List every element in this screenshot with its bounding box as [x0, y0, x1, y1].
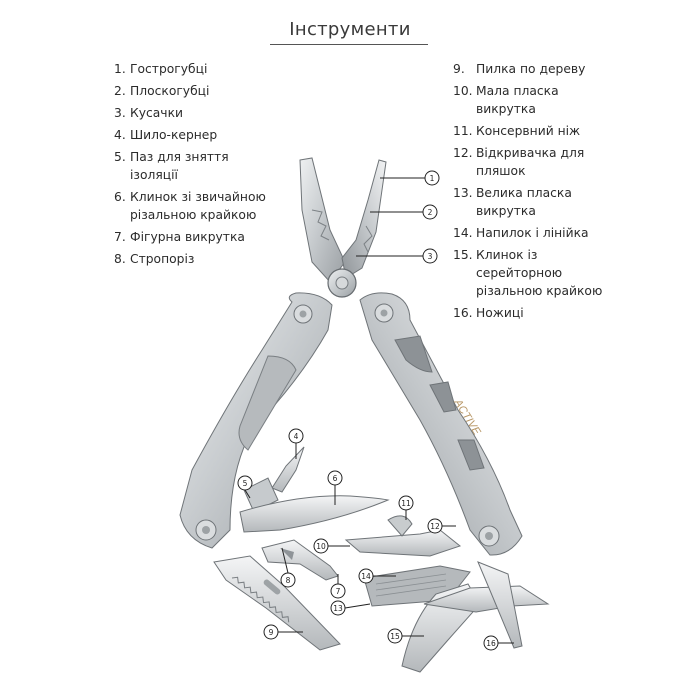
- legend-number: 10.: [453, 84, 473, 98]
- legend-item-2: 2. Плоскогубці: [114, 82, 284, 100]
- legend-label: Мала пласка викрутка: [476, 84, 559, 116]
- callout-label: 3: [428, 252, 433, 261]
- callout-label: 13: [333, 604, 343, 613]
- callout-label: 4: [294, 432, 299, 441]
- legend-label: Шило-кернер: [130, 128, 218, 142]
- plain-edge-blade: [239, 495, 390, 533]
- legend-number: 8.: [114, 252, 126, 266]
- callout-label: 9: [269, 628, 274, 637]
- legend-item-3: 3. Кусачки: [114, 104, 284, 122]
- legend-number: 11.: [453, 124, 473, 138]
- callout-6: 6: [327, 470, 343, 505]
- callout-label: 14: [361, 572, 371, 581]
- callout-label: 2: [428, 208, 433, 217]
- callout-9: 9: [263, 624, 303, 640]
- callout-label: 6: [333, 474, 338, 483]
- legend-item-5: 5. Паз для зняття ізоляції: [114, 148, 284, 184]
- callout-8: 8: [280, 547, 296, 588]
- legend-item-12: 12.Відкривачка для пляшок: [453, 144, 613, 180]
- legend-item-15: 15.Клинок із серейторною різальною крайк…: [453, 246, 613, 300]
- legend-label: Гострогубці: [130, 62, 208, 76]
- legend-item-1: 1. Гострогубці: [114, 60, 284, 78]
- pivot-bolt: [327, 268, 357, 298]
- pliers-jaw-left: [299, 157, 346, 283]
- callout-10: 10: [313, 538, 350, 554]
- callout-14: 14: [358, 568, 396, 584]
- title-underline: [270, 44, 428, 45]
- legend-item-14: 14.Напилок і лінійка: [453, 224, 613, 242]
- legend-label: Кусачки: [130, 106, 183, 120]
- callout-label: 7: [336, 587, 341, 596]
- legend-item-8: 8. Стропоріз: [114, 250, 284, 268]
- scissors: [423, 561, 550, 649]
- callout-11: 11: [398, 495, 414, 520]
- callout-label: 12: [430, 522, 440, 531]
- legend-label: Фігурна викрутка: [130, 230, 245, 244]
- legend-number: 7.: [114, 230, 126, 244]
- callout-2: 2: [370, 204, 438, 220]
- handle-right: ACTIVE: [359, 292, 523, 556]
- legend-label: Напилок і лінійка: [476, 226, 589, 240]
- legend-label: Паз для зняття ізоляції: [130, 150, 229, 182]
- callout-13: 13: [330, 600, 371, 616]
- legend-item-9: 9. Пилка по дереву: [453, 60, 613, 78]
- legend-number: 5.: [114, 150, 126, 164]
- callout-label: 15: [390, 632, 400, 641]
- legend-number: 4.: [114, 128, 126, 142]
- bottle-can-opener: [344, 515, 462, 557]
- legend-item-13: 13.Велика пласка викрутка: [453, 184, 613, 220]
- callout-label: 10: [316, 542, 326, 551]
- legend-label: Велика пласка викрутка: [476, 186, 572, 218]
- legend-number: 12.: [453, 146, 473, 160]
- awl-punch: [271, 446, 305, 493]
- callout-7: 7: [330, 574, 346, 599]
- legend-left: 1. Гострогубці 2. Плоскогубці 3. Кусачки 4.…: [114, 60, 284, 272]
- callout-5: 5: [237, 475, 253, 499]
- legend-label: Пилка по дереву: [476, 62, 586, 76]
- legend-label: Плоскогубці: [130, 84, 210, 98]
- legend-item-7: 7. Фігурна викрутка: [114, 228, 284, 246]
- legend-right: 9. Пилка по дереву 10.Мала пласка викрутк…: [453, 60, 613, 326]
- handle-left: [179, 292, 333, 549]
- wire-stripper-notch: [243, 477, 279, 513]
- callout-3: 3: [356, 248, 438, 264]
- legend-label: Клинок із серейторною різальною крайкою: [476, 248, 603, 298]
- callout-16: 16: [483, 635, 514, 651]
- callout-label: 1: [430, 174, 435, 183]
- legend-number: 2.: [114, 84, 126, 98]
- legend-number: 14.: [453, 226, 473, 240]
- legend-number: 9.: [453, 62, 465, 76]
- legend-item-10: 10.Мала пласка викрутка: [453, 82, 613, 118]
- shaped-screwdriver-and-cutter: [261, 539, 339, 581]
- page-title: Інструменти: [289, 19, 411, 40]
- legend-label: Консервний ніж: [476, 124, 581, 138]
- legend-label: Стропоріз: [130, 252, 195, 266]
- legend-item-6: 6. Клинок зі звичайною різальною крайкою: [114, 188, 284, 224]
- legend-label: Відкривачка для пляшок: [476, 146, 585, 178]
- callout-12: 12: [427, 518, 456, 534]
- legend-number: 1.: [114, 62, 126, 76]
- legend-number: 3.: [114, 106, 126, 120]
- pliers-jaw-right: [341, 159, 387, 279]
- callout-4: 4: [288, 428, 304, 459]
- callout-label: 11: [401, 499, 411, 508]
- legend-label: Ножиці: [476, 306, 524, 320]
- legend-label: Клинок зі звичайною різальною крайкою: [130, 190, 266, 222]
- legend-number: 16.: [453, 306, 473, 320]
- callout-15: 15: [387, 628, 424, 644]
- callout-label: 8: [286, 576, 291, 585]
- legend-item-4: 4. Шило-кернер: [114, 126, 284, 144]
- legend-item-11: 11.Консервний ніж: [453, 122, 613, 140]
- legend-number: 15.: [453, 248, 473, 262]
- legend-number: 13.: [453, 186, 473, 200]
- callout-label: 5: [243, 479, 248, 488]
- legend-item-16: 16.Ножиці: [453, 304, 613, 322]
- saw-blade: [213, 555, 341, 651]
- callout-1: 1: [380, 170, 440, 186]
- callout-label: 16: [486, 639, 496, 648]
- legend-number: 6.: [114, 190, 126, 204]
